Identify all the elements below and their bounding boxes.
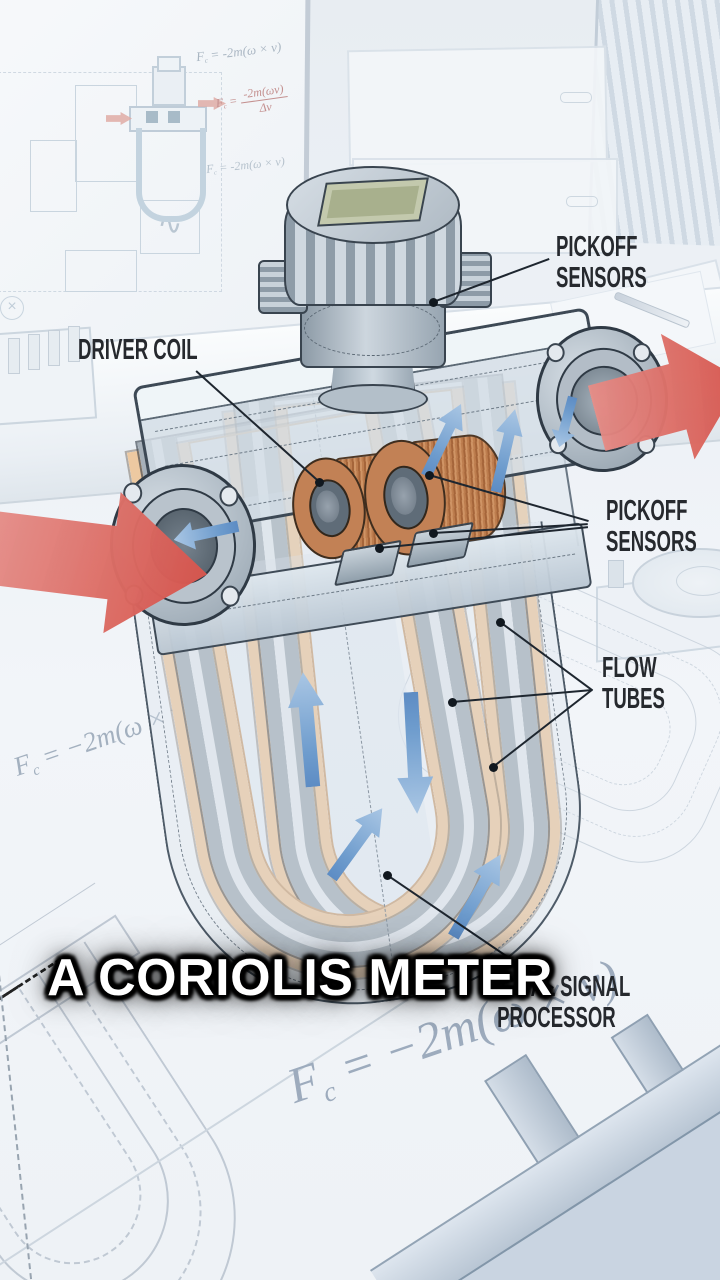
formula-eq: = xyxy=(225,93,239,109)
sketch-outlet-arrow xyxy=(198,97,226,110)
leader-dot xyxy=(425,471,434,480)
caption-title: A CORIOLIS METER xyxy=(47,949,553,1007)
label-line: PROCESSOR xyxy=(497,1002,616,1035)
label-line: DIGITAL SIGNAL xyxy=(482,971,631,1003)
circuit-node-icon: × xyxy=(0,296,24,320)
label-driver-coil: DRIVER COIL xyxy=(78,334,198,366)
label-line: SENSORS xyxy=(606,526,697,559)
terminal-pin-2 xyxy=(28,334,40,370)
sketch-coil-1 xyxy=(146,111,158,123)
leader-dot xyxy=(496,618,505,627)
circuit-block-1 xyxy=(75,85,137,182)
label-line: FLOW xyxy=(602,652,657,684)
display-screen xyxy=(326,185,420,219)
sketch-coil-2 xyxy=(168,111,180,123)
label-pickoff-sensors-top: PICKOFF SENSORS xyxy=(556,231,647,295)
leader-dot xyxy=(383,871,392,880)
label-line: PICKOFF xyxy=(606,495,688,527)
label-flow-tubes: FLOW TUBES xyxy=(602,652,665,716)
shelf-box-bottom-slot xyxy=(566,196,598,207)
leader-dot xyxy=(429,298,438,307)
circuit-block-3 xyxy=(65,250,137,292)
transmitter-neck-flange xyxy=(318,384,428,414)
sketch-inlet-arrow xyxy=(106,112,132,125)
label-line: TUBES xyxy=(602,683,665,716)
turntable-label xyxy=(676,566,720,596)
label-line: SENSORS xyxy=(556,262,647,295)
shelf-box-top-slot xyxy=(560,92,592,103)
transmitter-body-dashed-ellipse xyxy=(304,300,440,356)
label-line: PICKOFF xyxy=(556,231,638,263)
leader-dot xyxy=(448,698,457,707)
bolt-hole xyxy=(220,585,241,608)
sketch-transmitter-cap xyxy=(157,56,181,72)
terminal-pin-4 xyxy=(68,326,80,362)
terminal-pin-3 xyxy=(48,330,60,366)
leader-dot xyxy=(315,478,324,487)
turntable-knob xyxy=(608,560,624,588)
shelf-box-top xyxy=(347,45,608,167)
leader-dot xyxy=(429,529,438,538)
leader-dot xyxy=(489,763,498,772)
label-digital-signal-processor: DIGITAL SIGNAL PROCESSOR xyxy=(470,971,643,1035)
sketch-transmitter xyxy=(152,66,186,106)
circuit-block-2 xyxy=(30,140,77,212)
terminal-pin-1 xyxy=(8,338,20,374)
leader-dot xyxy=(375,544,384,553)
formula-fraction: -2m(ωv)Δv xyxy=(239,81,289,118)
label-line: DRIVER COIL xyxy=(78,334,198,366)
label-pickoff-sensors-mid: PICKOFF SENSORS xyxy=(606,495,697,559)
sketch-u-tube xyxy=(136,128,206,222)
transmitter-display xyxy=(317,177,429,227)
